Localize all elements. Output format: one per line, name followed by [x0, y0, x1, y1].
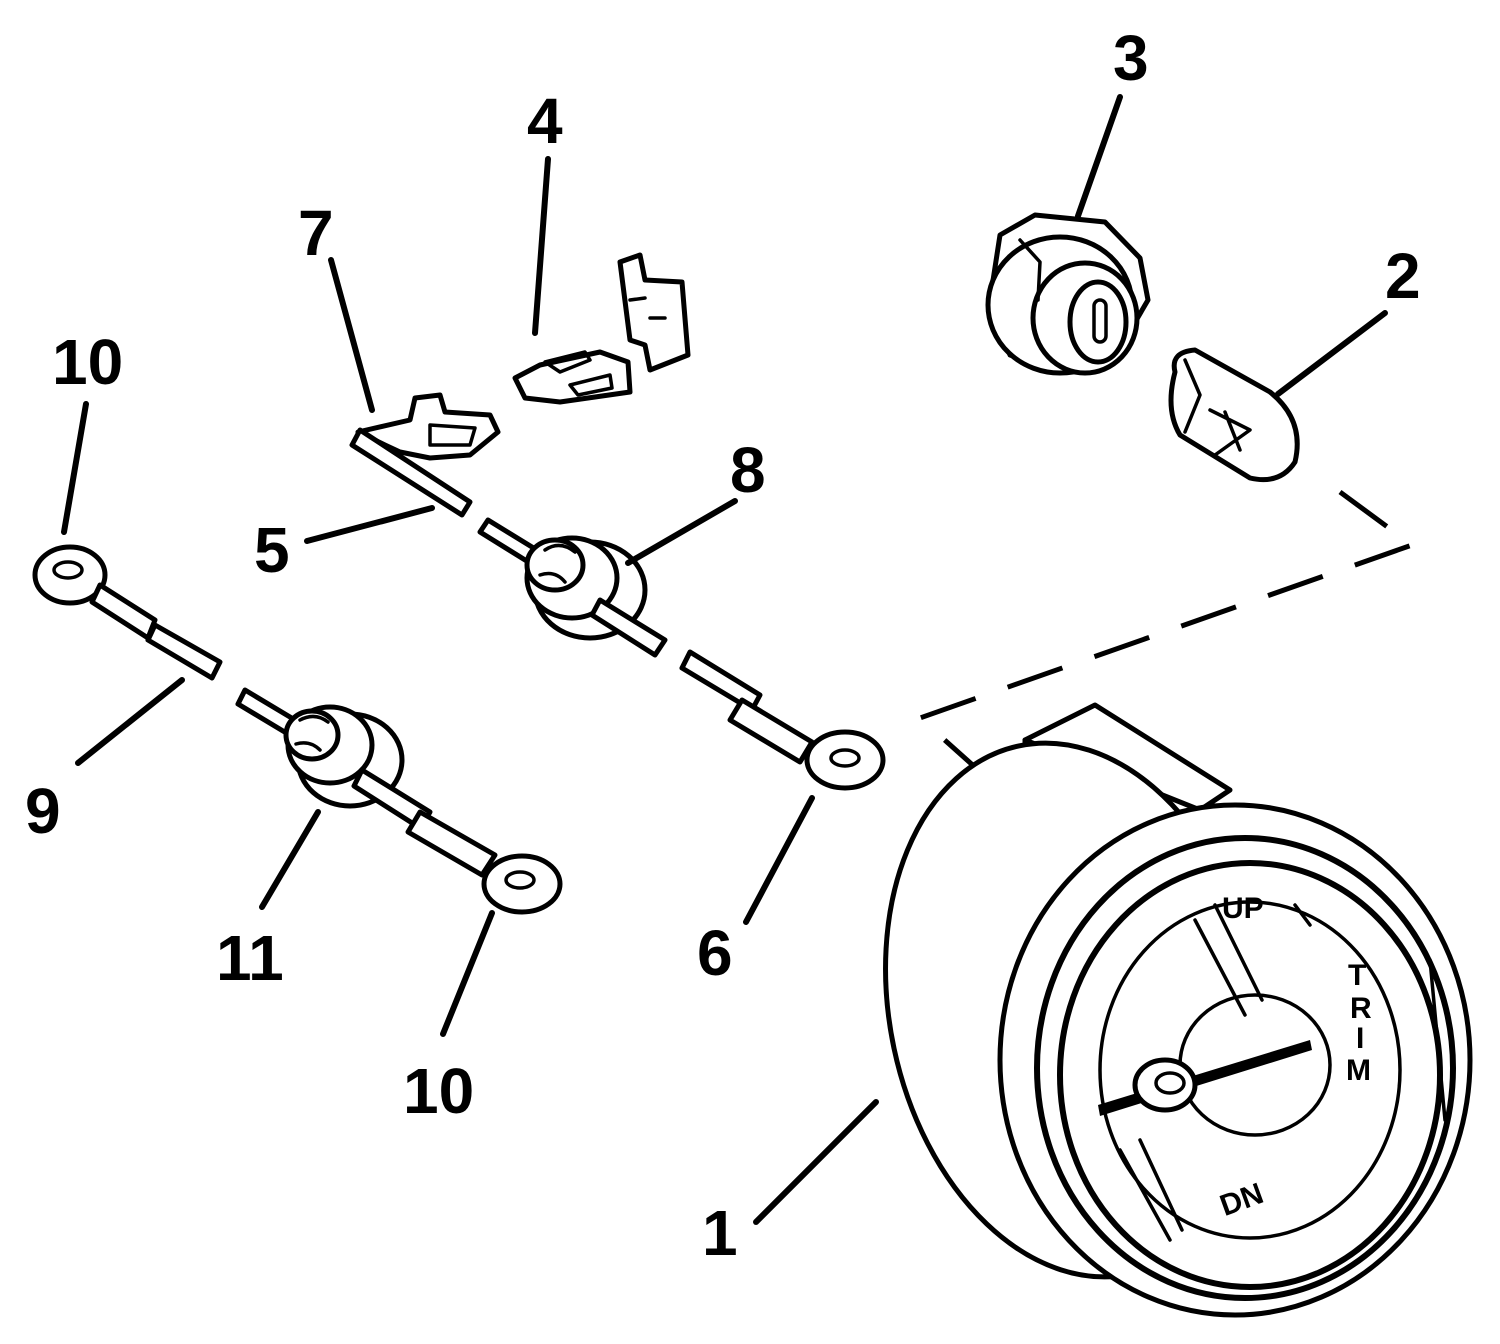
leader-lines — [61, 94, 1388, 1225]
bulb-socket-part-3 — [985, 212, 1151, 376]
leader-3 — [1075, 94, 1123, 219]
dial-label-trim-r: R — [1350, 992, 1372, 1025]
dial-label-trim-t: T — [1348, 959, 1366, 992]
dial-label-trim-i: I — [1356, 1022, 1364, 1055]
callout-7: 7 — [298, 197, 334, 269]
callout-2: 2 — [1385, 240, 1421, 312]
gauge-needle — [1098, 1040, 1312, 1116]
callout-6: 6 — [697, 917, 733, 989]
leader-6 — [743, 795, 815, 925]
ring-terminal-part-10-bottom — [481, 853, 563, 915]
callout-5: 5 — [254, 514, 290, 586]
assembly-dashed-line — [915, 489, 1418, 787]
spade-connector-part-4 — [512, 252, 691, 405]
leader-5 — [304, 505, 435, 544]
callout-10-top: 10 — [52, 326, 123, 398]
callout-8: 8 — [730, 434, 766, 506]
callout-labels: 1 2 3 4 5 6 7 8 9 10 10 11 — [25, 22, 1421, 1269]
callout-3: 3 — [1113, 22, 1149, 94]
leader-4 — [532, 156, 551, 336]
leader-1 — [753, 1099, 879, 1225]
callout-9: 9 — [25, 775, 61, 847]
leader-11 — [259, 809, 321, 910]
leader-10-bottom — [440, 910, 495, 1037]
wire-lead-part-5 — [477, 517, 886, 791]
trim-gauge-part-1: UP DN T R I M — [883, 702, 1473, 1318]
leader-2 — [1275, 310, 1388, 397]
ring-terminal-part-10-top — [32, 544, 108, 606]
bulb-part-2 — [1168, 347, 1300, 483]
dial-label-trim-m: M — [1346, 1054, 1371, 1087]
leader-10-top — [61, 401, 89, 535]
terminal-part-7 — [349, 392, 501, 518]
wire-lead-part-9 — [32, 544, 563, 915]
dial-label-up: UP — [1222, 892, 1264, 925]
leader-9 — [75, 677, 185, 766]
callout-1: 1 — [702, 1197, 738, 1269]
callout-4: 4 — [527, 85, 563, 157]
callout-10-bottom: 10 — [403, 1055, 474, 1127]
callout-11: 11 — [216, 922, 284, 994]
ring-terminal-part-6 — [804, 729, 886, 791]
leader-8 — [625, 498, 738, 566]
leader-7 — [328, 257, 375, 413]
